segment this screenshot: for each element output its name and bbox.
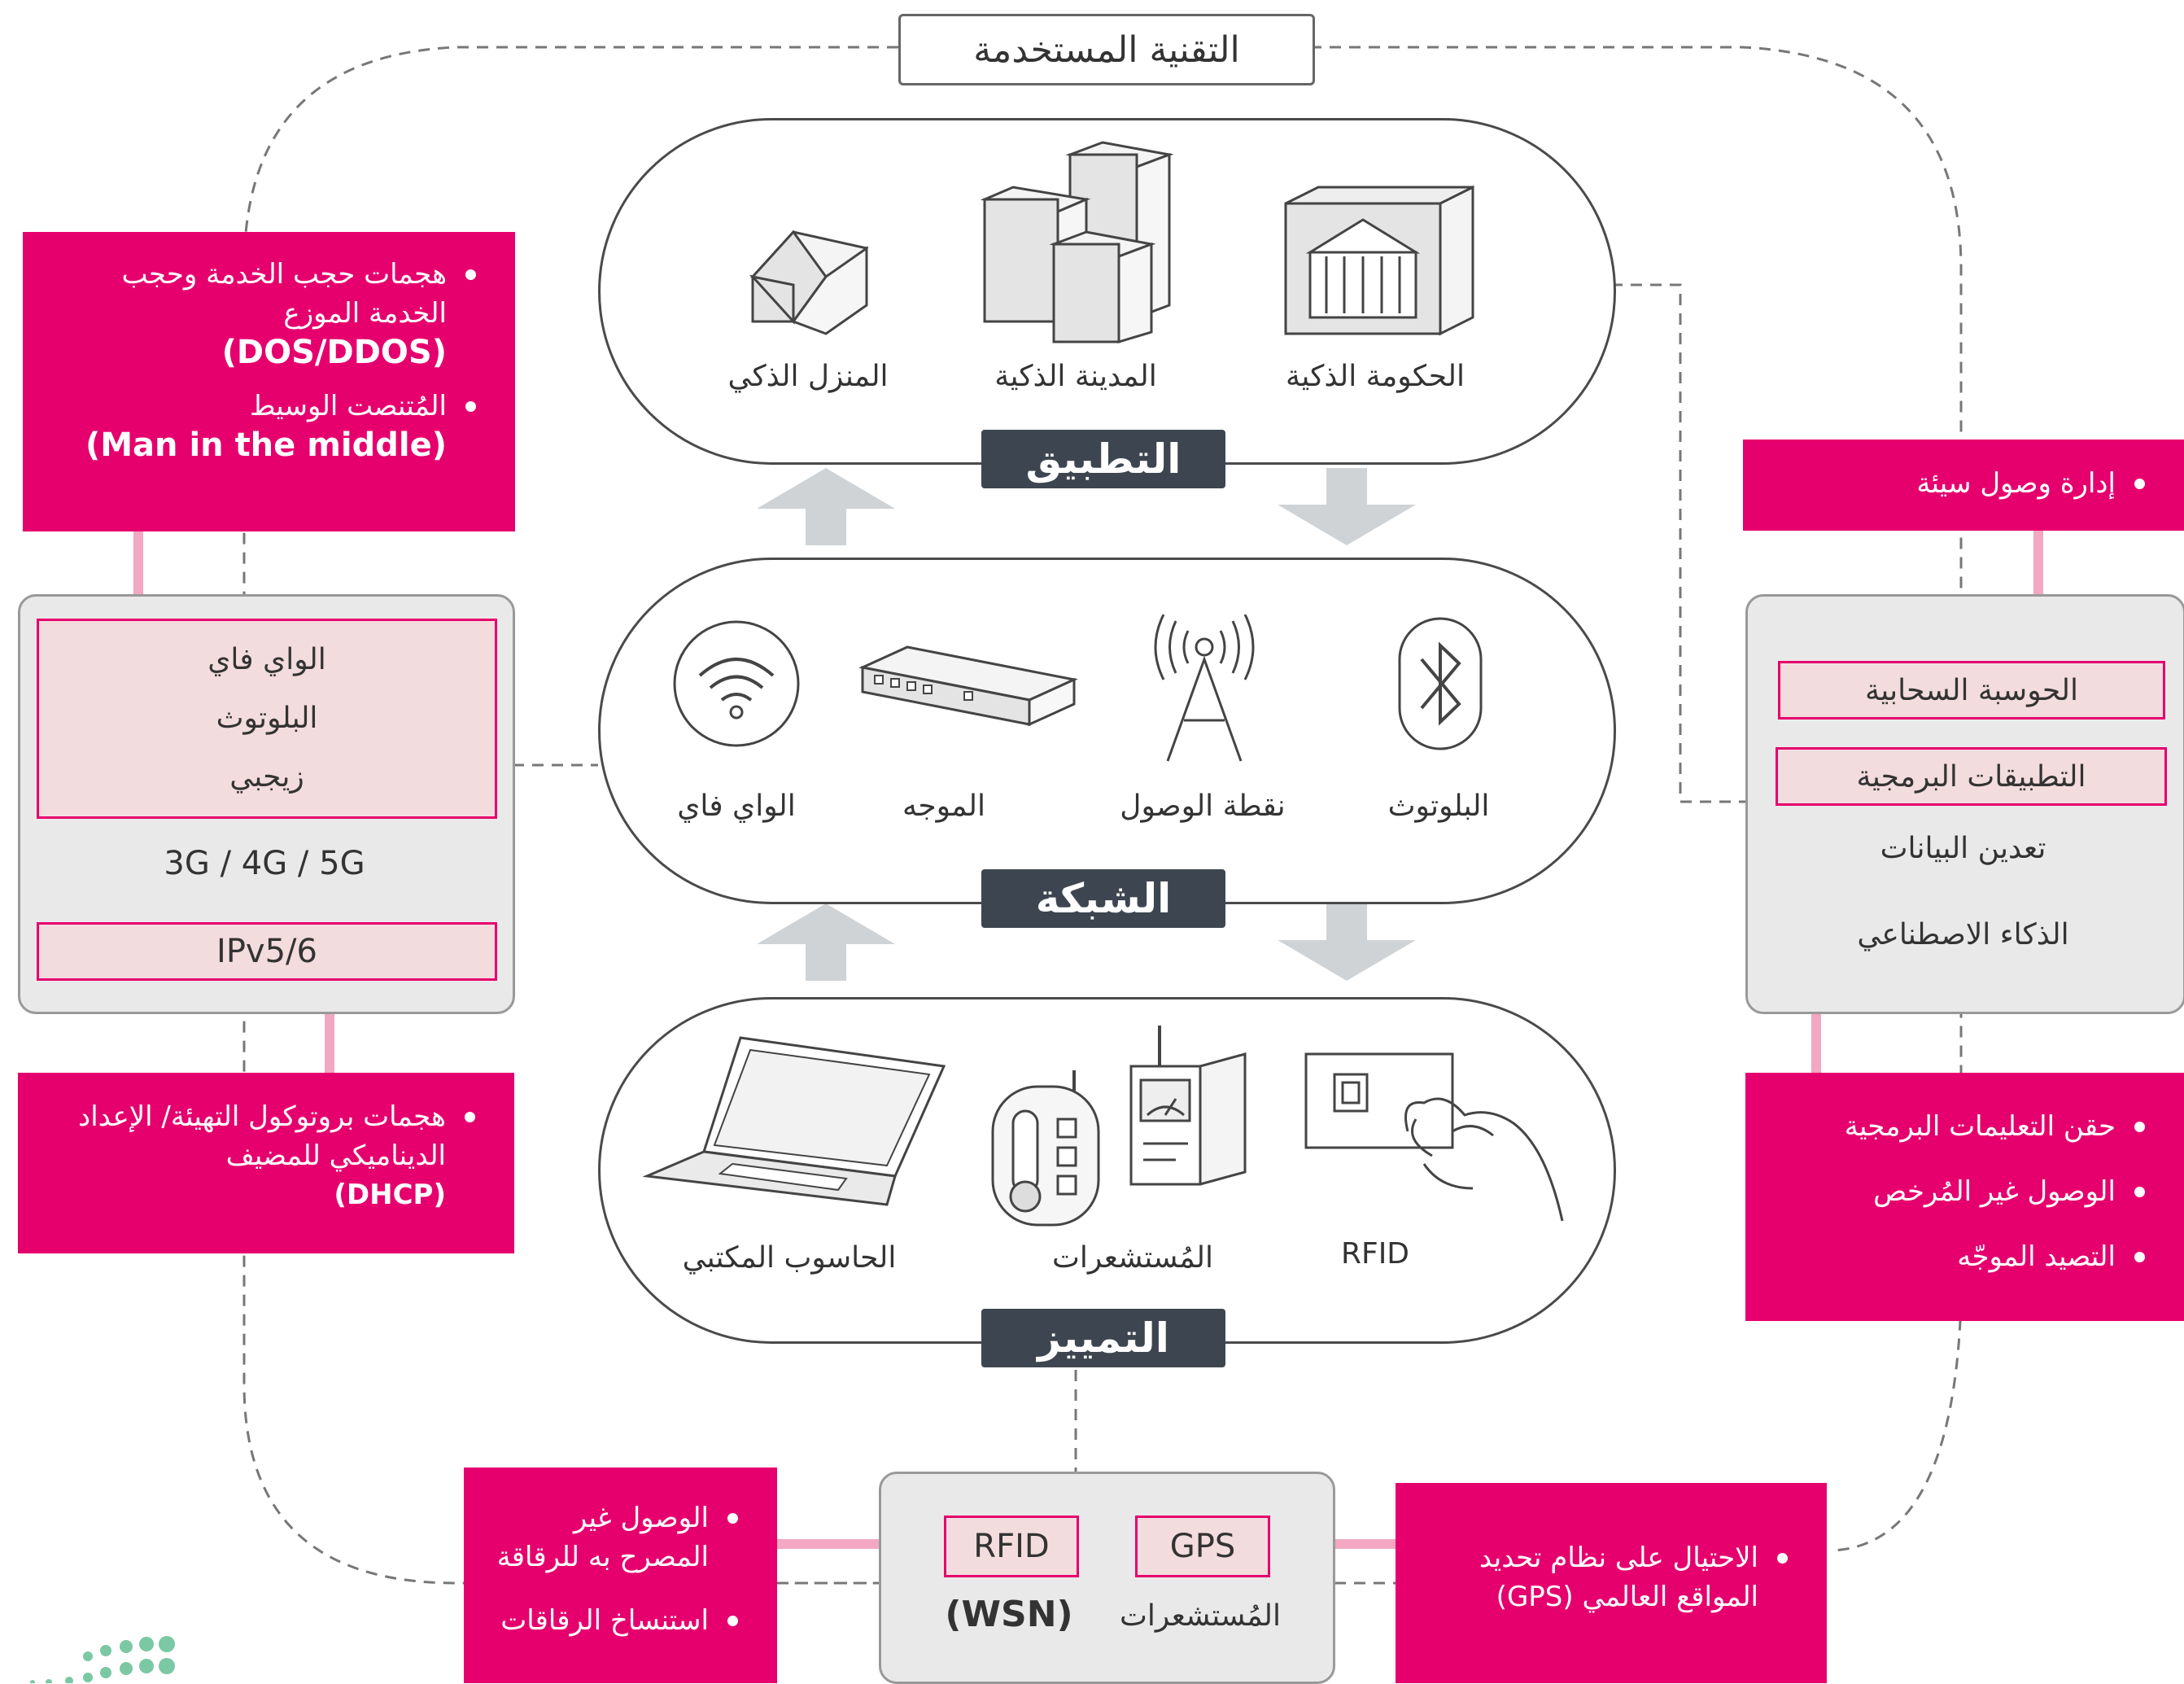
- bottom-tech-box: [879, 1472, 1335, 1684]
- left-tech-wifi: الواي فاي: [207, 643, 326, 676]
- threat-chip-unauthorized: الوصول غير المصرح به للرقاقة: [480, 1498, 745, 1577]
- left-tech-ip: IPv5/6: [37, 922, 497, 981]
- threat-dos-sub: (DOS/DDOS): [221, 334, 447, 371]
- threat-dhcp: هجمات بروتوكول التهيئة/ الإعداد الدينامي…: [50, 1097, 482, 1214]
- application-label: التطبيق: [981, 430, 1225, 488]
- right-tech-cloud: الحوسبة السحابية: [1778, 661, 2165, 720]
- wifi-icon: [673, 620, 800, 747]
- app-item-smart-home: المنزل الذكي: [727, 360, 889, 393]
- arrow-up-2: [757, 903, 895, 981]
- logo-dots-icon: [30, 1636, 175, 1683]
- threat-gps-spoofing: الاحتيال على نظام تحديد المواقع العالمي …: [1420, 1538, 1794, 1616]
- network-item-bluetooth: البلوتوث: [1387, 790, 1490, 823]
- laptop-computer-icon: [643, 1036, 946, 1206]
- right-tech-software: التطبيقات البرمجية: [1776, 747, 2167, 806]
- perception-item-desktop: الحاسوب المكتبي: [682, 1241, 897, 1275]
- network-item-router: الموجه: [902, 790, 985, 823]
- threats-left-top: هجمات حجب الخدمة وحجب الخدمة الموزع (DOS/…: [23, 232, 515, 531]
- government-building-icon: [1284, 185, 1474, 336]
- bottom-tech-rfid: RFID: [944, 1516, 1079, 1577]
- left-tech-cellular: 3G / 4G / 5G: [164, 845, 365, 882]
- left-tech-zigbee: زيجبي: [229, 760, 304, 794]
- perception-item-sensors: المُستشعرات: [1052, 1241, 1213, 1275]
- threats-left-bottom: هجمات بروتوكول التهيئة/ الإعداد الدينامي…: [18, 1073, 514, 1253]
- arrow-down-1: [1278, 468, 1416, 545]
- access-point-tower-icon: [1154, 615, 1255, 762]
- threat-mitm: المُتنصت الوسيط (Man in the middle): [47, 387, 483, 465]
- flow-arrows: [757, 468, 1416, 981]
- smart-city-buildings-icon: [981, 141, 1174, 344]
- threat-bad-access: إدارة وصول سيئة: [1767, 464, 2151, 503]
- perception-label: التمييز: [981, 1309, 1225, 1367]
- right-tech-data-mining: تعدين البيانات: [1880, 832, 2046, 865]
- network-label: الشبكة: [981, 869, 1225, 928]
- perception-item-rfid: RFID: [1340, 1237, 1410, 1271]
- bottom-tech-sensors: المُستشعرات: [1120, 1599, 1281, 1633]
- threats-right-bottom: حقن التعليمات البرمجية الوصول غير المُرخ…: [1745, 1073, 2184, 1321]
- rfid-card-hand-icon: [1304, 1052, 1564, 1222]
- threat-chip-cloning: استنساخ الرقاقات: [480, 1601, 745, 1640]
- arrow-up-1: [757, 468, 895, 545]
- left-tech-bluetooth: البلوتوث: [216, 702, 318, 735]
- app-to-right-dashed: [1611, 283, 1745, 803]
- threat-dhcp-text: هجمات بروتوكول التهيئة/ الإعداد الدينامي…: [78, 1100, 446, 1172]
- app-item-smart-city: المدينة الذكية: [994, 360, 1157, 393]
- right-tech-ai: الذكاء الاصطناعي: [1857, 918, 2069, 951]
- threat-spear-phishing: التصيد الموجّه: [1770, 1237, 2151, 1276]
- sensors-icon: [991, 1026, 1247, 1227]
- threat-mitm-sub: (Man in the middle): [85, 426, 447, 464]
- threats-bottom-left: الوصول غير المصرح به للرقاقة استنساخ الر…: [464, 1467, 777, 1683]
- network-item-access-point: نقطة الوصول: [1120, 790, 1286, 823]
- network-item-wifi: الواي فاي: [677, 790, 796, 823]
- router-icon: [858, 645, 1078, 727]
- threat-dhcp-sub: (DHCP): [334, 1179, 446, 1211]
- threat-dos-text: هجمات حجب الخدمة وحجب الخدمة الموزع: [121, 258, 447, 330]
- smart-home-icon: [749, 230, 869, 335]
- bottom-tech-gps: GPS: [1135, 1516, 1270, 1577]
- diagram-title: التقنية المستخدمة: [898, 14, 1315, 85]
- threats-right-top: إدارة وصول سيئة: [1743, 440, 2184, 531]
- bottom-tech-wsn: (WSN): [945, 1594, 1073, 1635]
- threat-code-injection: حقن التعليمات البرمجية: [1770, 1107, 2151, 1146]
- threats-bottom-right: الاحتيال على نظام تحديد المواقع العالمي …: [1396, 1483, 1827, 1683]
- arrow-down-2: [1278, 903, 1416, 981]
- left-tech-wireless-group: الواي فاي البلوتوث زيجبي: [37, 619, 497, 819]
- app-item-smart-government: الحكومة الذكية: [1286, 360, 1465, 393]
- threat-mitm-text: المُتنصت الوسيط: [249, 390, 447, 422]
- bluetooth-icon: [1398, 617, 1483, 750]
- threat-unauthorized-access: الوصول غير المُرخص: [1770, 1172, 2151, 1211]
- threat-dos: هجمات حجب الخدمة وحجب الخدمة الموزع (DOS/…: [47, 255, 483, 372]
